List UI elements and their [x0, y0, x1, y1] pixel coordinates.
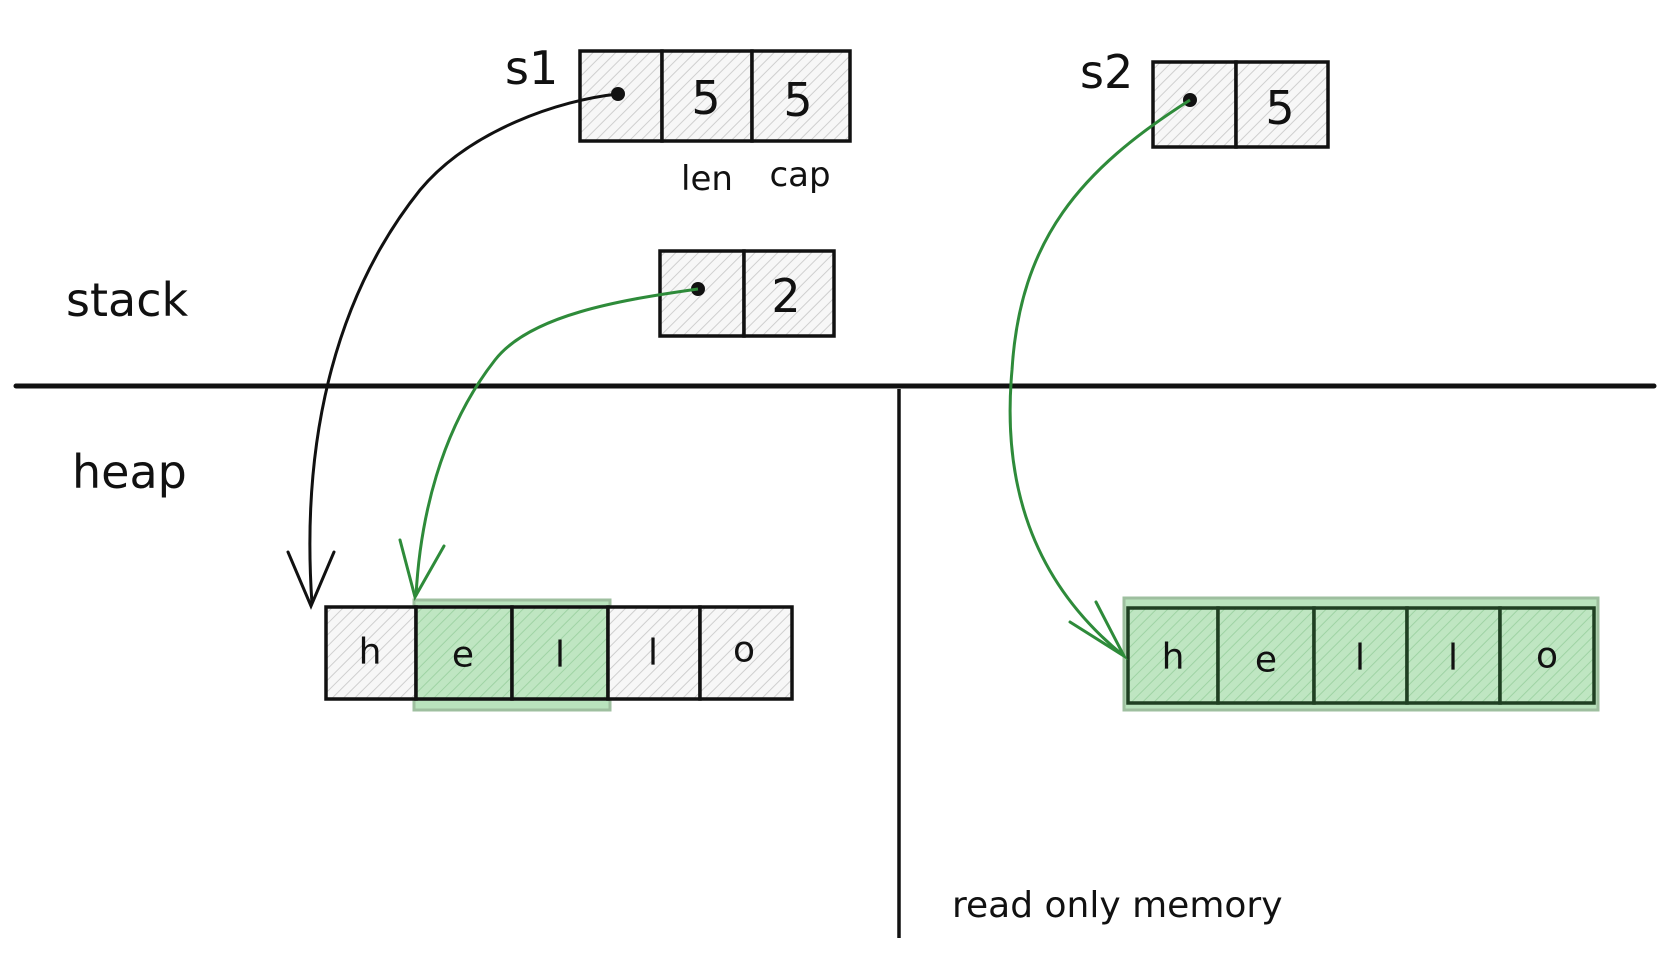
readonly-cell	[1216, 606, 1316, 705]
stack-label: stack	[66, 273, 188, 327]
s2-pointer-arrow	[1008, 98, 1191, 658]
s1-header: 5 5	[578, 49, 852, 143]
slice-pointer-arrow	[414, 287, 699, 597]
readonly-char: h	[1162, 637, 1185, 678]
slice-arrowhead	[398, 538, 446, 601]
slice-len-value: 2	[771, 269, 800, 323]
s2-arrowhead	[1068, 600, 1128, 661]
s1-cap-value: 5	[783, 73, 812, 127]
s2-len-cell	[1234, 60, 1330, 149]
slice-len-cell	[742, 249, 836, 338]
heap-char: l	[648, 633, 658, 674]
heap-char: e	[452, 635, 474, 676]
s1-len-value: 5	[691, 71, 720, 125]
readonly-char: l	[1355, 638, 1365, 679]
readonly-char: l	[1448, 638, 1458, 679]
readonly-char: e	[1255, 640, 1277, 681]
heap-cell	[324, 605, 418, 701]
heap-char: o	[733, 630, 755, 671]
s1-label: s1	[505, 41, 558, 95]
s2-header: 5	[1151, 60, 1330, 149]
s1-cap-cell	[750, 49, 852, 143]
heap-char: h	[359, 632, 382, 673]
cap-label: cap	[769, 155, 830, 195]
s2-label: s2	[1080, 45, 1133, 99]
heap-cell	[698, 605, 794, 701]
heap-cell	[510, 605, 610, 701]
s2-len-value: 5	[1265, 81, 1294, 135]
readonly-memory-label: read only memory	[952, 885, 1283, 926]
readonly-cell	[1498, 606, 1596, 705]
heap-char: l	[555, 635, 565, 676]
len-label: len	[681, 159, 733, 199]
slice-header: 2	[658, 249, 836, 338]
s1-arrowhead	[286, 550, 336, 610]
readonly-char: o	[1536, 636, 1558, 677]
heap-string: h e l l o	[324, 605, 794, 701]
readonly-cell	[1312, 606, 1409, 705]
s1-pointer-arrow	[308, 92, 619, 605]
heap-label: heap	[72, 445, 187, 499]
readonly-string: h e l l o	[1126, 606, 1596, 705]
